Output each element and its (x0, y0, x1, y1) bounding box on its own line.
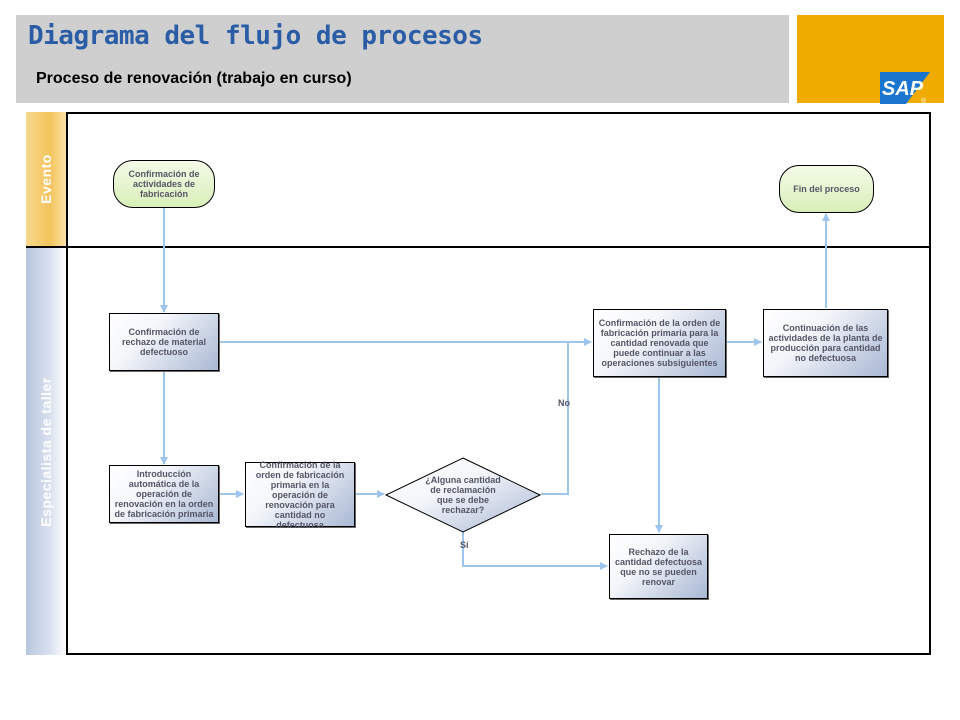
edge-label-no: No (558, 398, 570, 408)
brand-box (797, 15, 944, 103)
continue-plant-activities-step[interactable]: Continuación de las actividades de la pl… (763, 309, 888, 377)
sap-logo: SAP ® (880, 72, 930, 105)
edge-decision-no (541, 342, 569, 495)
lane-shop-specialist: Especialista de taller (26, 248, 68, 655)
page-title: Diagrama del flujo de procesos (28, 21, 483, 51)
edge-decision-yes (462, 532, 608, 570)
confirm-rework-operation-step[interactable]: Confirmación de la orden de fabricación … (245, 460, 355, 530)
confirm-primary-order-step[interactable]: Confirmación de la orden de fabricación … (593, 309, 726, 377)
reject-defective-step[interactable]: Rechazo de la cantidad defectuosa que no… (609, 534, 708, 599)
decision-diamond[interactable] (384, 456, 542, 534)
header-bar: Diagrama del flujo de procesos Proceso d… (16, 15, 789, 103)
edge-label-yes: Sí (460, 540, 469, 550)
auto-insert-rework-step[interactable]: Introducción automática de la operación … (109, 465, 219, 523)
registered-mark: ® (921, 97, 927, 104)
scrap-confirmation-step[interactable]: Confirmación de rechazo de material defe… (109, 313, 219, 371)
end-event[interactable]: Fin del proceso (779, 165, 874, 213)
page-subtitle: Proceso de renovación (trabajo en curso) (36, 70, 352, 87)
start-event[interactable]: Confirmación de actividades de fabricaci… (113, 160, 215, 208)
decision-label: ¿Alguna cantidad de reclamación que se d… (425, 475, 501, 515)
lane-divider (68, 246, 931, 248)
lane-event: Evento (26, 112, 68, 248)
sap-logo-text: SAP (882, 78, 924, 100)
